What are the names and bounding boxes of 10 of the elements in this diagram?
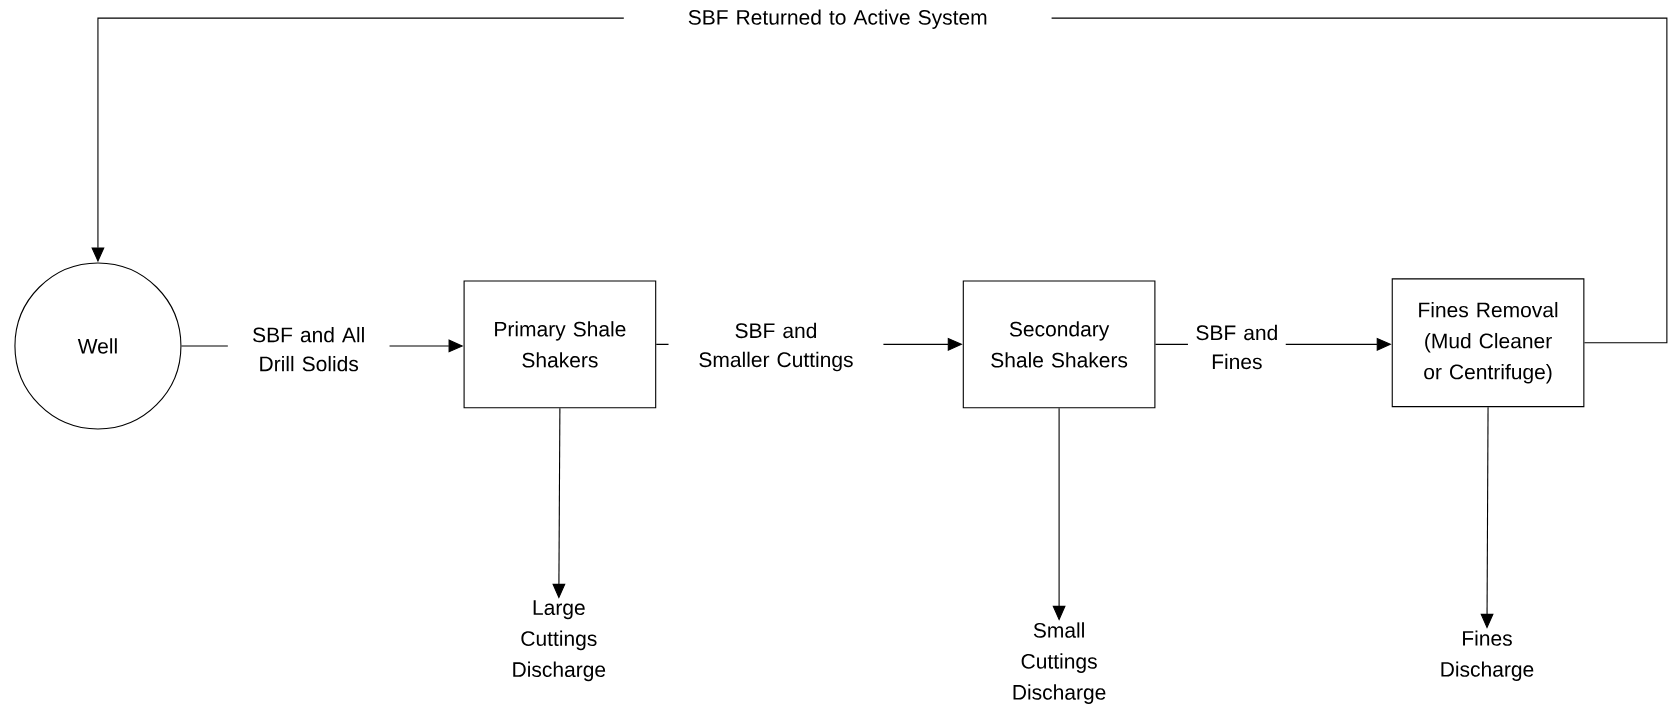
process-box: Primary Shale Shakers <box>463 280 657 409</box>
edge-label: SBF and All Drill Solids <box>227 325 390 373</box>
edge-label: SBF and Smaller Cuttings <box>668 321 884 373</box>
discharge-label: Fines Discharge <box>1441 630 1534 681</box>
process-box: Fines Removal (Mud Cleaner or Centrifuge) <box>1391 278 1585 408</box>
edge-label: SBF and Fines <box>1187 323 1286 371</box>
process-box: Secondary Shale Shakers <box>962 280 1156 409</box>
discharge-label: Small Cuttings Discharge <box>1013 622 1106 704</box>
edge-label: SBF Returned to Active System <box>623 8 1052 30</box>
discharge-label: Large Cuttings Discharge <box>513 600 606 682</box>
